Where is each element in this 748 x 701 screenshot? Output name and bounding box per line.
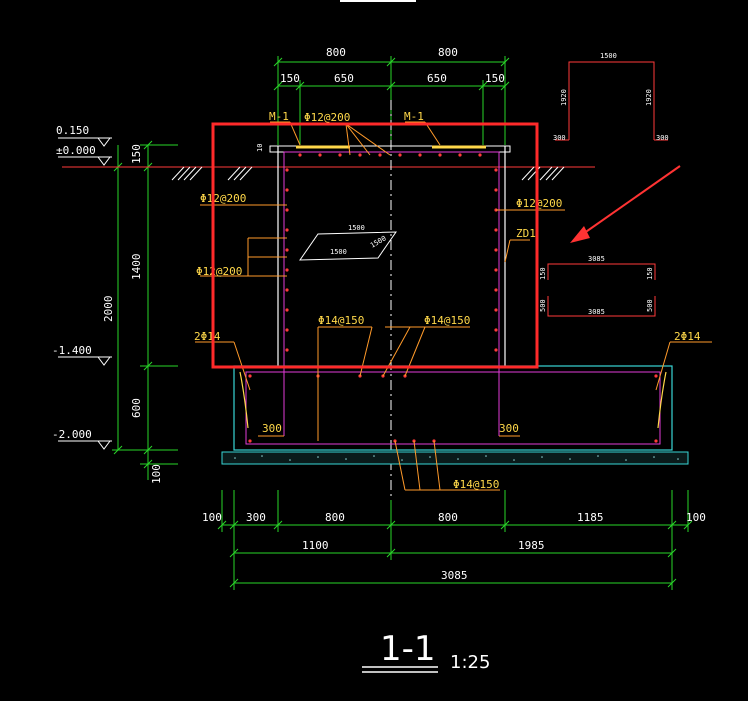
label-2phi14-left: 2Φ14	[194, 330, 221, 343]
label-300-left: 300	[262, 422, 282, 435]
detail-mid-left-top: 150	[539, 267, 547, 280]
section-label: 1-1	[380, 629, 436, 669]
arrow-shaft	[579, 165, 681, 237]
inner-plan-shape	[299, 231, 397, 261]
label-m1-right: M-1	[404, 110, 424, 123]
label-phi14-bottom: Φ14@150	[453, 478, 499, 491]
label-rebar-left-1: Φ12@200	[200, 192, 246, 205]
level-mid: -1.400	[52, 344, 92, 357]
label-rebar-top: Φ12@200	[304, 111, 350, 124]
label-phi14-right: Φ14@150	[424, 314, 470, 327]
bottom-dimension-lines	[217, 490, 693, 590]
wall-base-rebar	[283, 366, 500, 436]
blinding-layer	[221, 451, 689, 465]
bottom-dim-1185: 1185	[577, 511, 604, 524]
bottom-dim-total: 3085	[441, 569, 468, 582]
bottom-dim-800-right: 800	[438, 511, 458, 524]
level-top: 0.150	[56, 124, 89, 137]
base-slab	[233, 365, 673, 451]
level-ground: ±0.000	[56, 144, 96, 157]
ground-hatch-left	[171, 166, 253, 181]
left-dim-2000: 2000	[102, 296, 115, 323]
corner-bars	[239, 371, 667, 429]
detail-mid-bottom: 3085	[588, 308, 605, 316]
left-dim-100: 100	[150, 464, 163, 484]
label-rebar-left-2: Φ12@200	[196, 265, 242, 278]
detail-top-width: 1500	[600, 52, 617, 60]
detail-mid-top-shape	[547, 263, 656, 280]
bottom-dim-300: 300	[246, 511, 266, 524]
top-dim-150-left: 150	[280, 72, 300, 85]
top-dim-150-right: 150	[485, 72, 505, 85]
top-dim-650-right: 650	[427, 72, 447, 85]
bottom-dim-1100: 1100	[302, 539, 329, 552]
label-2phi14-right: 2Φ14	[674, 330, 701, 343]
arrow-head	[570, 226, 590, 243]
bottom-dim-100-left: 100	[202, 511, 222, 524]
bottom-dim-1985: 1985	[518, 539, 545, 552]
left-dim-1400: 1400	[130, 254, 143, 281]
bottom-dim-100-right: 100	[686, 511, 706, 524]
top-dim-800-left: 800	[326, 46, 346, 59]
detail-top-left: 1920	[560, 89, 568, 106]
label-300-right: 300	[499, 422, 519, 435]
level-bottom: -2.000	[52, 428, 92, 441]
inner-plan-a: 1500	[348, 224, 365, 232]
top-dim-650-left: 650	[334, 72, 354, 85]
left-dimension-lines	[112, 140, 178, 480]
detail-top-shape	[568, 61, 655, 140]
detail-mid-bottom-shape	[547, 296, 656, 317]
ground-hatch-right	[521, 166, 565, 181]
base-rebar-cage	[245, 371, 661, 445]
detail-mid-right-bot: 500	[646, 299, 654, 312]
section-scale: 1:25	[450, 652, 490, 673]
detail-mid-right-top: 150	[646, 267, 654, 280]
label-phi14-left: Φ14@150	[318, 314, 364, 327]
detail-top-right: 1920	[645, 89, 653, 106]
label-m1-left: M-1	[269, 110, 289, 123]
bottom-dim-800-left: 800	[325, 511, 345, 524]
left-dim-10: 10	[256, 144, 264, 152]
detail-top-foot-right-label: 300	[656, 134, 669, 142]
label-rebar-right: Φ12@200	[516, 197, 562, 210]
level-symbols	[58, 137, 112, 450]
top-dim-800-right: 800	[438, 46, 458, 59]
label-zd1: ZD1	[516, 227, 536, 240]
detail-top-foot-left-label: 300	[553, 134, 566, 142]
detail-mid-left-bot: 500	[539, 299, 547, 312]
left-dim-600: 600	[130, 398, 143, 418]
blinding-texture	[234, 455, 679, 461]
rebar-dots	[248, 153, 658, 443]
left-dim-150: 150	[130, 144, 143, 164]
chamber-walls	[277, 146, 506, 366]
detail-mid-top: 3085	[588, 255, 605, 263]
inner-plan-b: 1500	[330, 248, 347, 256]
highlight-box	[211, 122, 539, 369]
